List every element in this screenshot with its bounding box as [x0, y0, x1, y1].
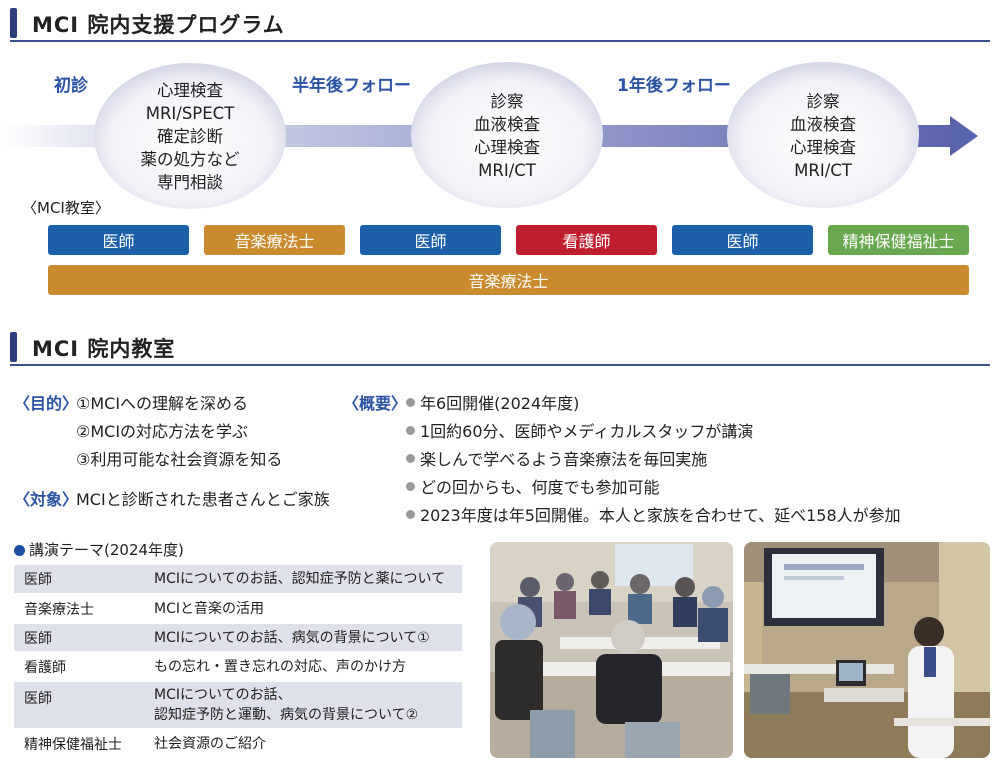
oval-one-year: [727, 62, 919, 208]
section-title-program: MCI 院内支援プログラム: [32, 13, 285, 37]
table-row: 精神保健福祉士社会資源のご紹介: [14, 729, 462, 759]
timeline-arrow: [0, 62, 978, 209]
overview-item: 2023年度は年5回開催。本人と家族を合わせて、延べ158人が参加: [406, 502, 901, 526]
role-box-nurse: 看護師: [516, 225, 657, 255]
oval-item: 診察: [490, 92, 524, 111]
oval-item: 診察: [806, 92, 840, 111]
oval-half-year: [411, 62, 603, 208]
photo-participants-exercise: [490, 542, 733, 758]
oval-item: 心理検査: [790, 138, 856, 157]
oval-item: MRI/SPECT: [145, 103, 235, 123]
purpose-item: ①MCIへの理解を深める: [76, 394, 249, 413]
lecture-topic: MCIについてのお話、病気の背景について①: [144, 623, 462, 653]
section-header-classroom: MCI 院内教室: [10, 330, 990, 366]
oval-item: 心理検査: [157, 80, 223, 100]
role-box-music-therapist: 音楽療法士: [204, 225, 345, 255]
bullet-icon: [14, 545, 25, 556]
oval-item: 薬の処方など: [140, 149, 240, 169]
purpose-item: ②MCIの対応方法を学ぶ: [76, 422, 249, 441]
phase-label-one-year: 1年後フォロー: [617, 76, 731, 96]
target-text: MCIと診断された患者さんとご家族: [76, 490, 330, 509]
overview-item: 年6回開催(2024年度): [406, 390, 579, 414]
lecture-topic: MCIについてのお話、 認知症予防と運動、病気の背景について②: [144, 681, 462, 730]
lecture-topic: MCIについてのお話、認知症予防と薬について: [144, 565, 462, 595]
lecture-role: 看護師: [14, 652, 144, 682]
lecture-role: 音楽療法士: [14, 594, 144, 624]
oval-item: MRI/CT: [794, 161, 852, 180]
oval-item: 心理検査: [474, 138, 540, 157]
purpose-label: 〈目的〉: [14, 394, 79, 413]
oval-initial-content: 心理検査 MRI/SPECT 確定診断 薬の処方など 専門相談: [100, 76, 280, 196]
role-box-doctor: 医師: [360, 225, 501, 255]
header-accent-bar: [10, 332, 17, 362]
section-title-classroom: MCI 院内教室: [32, 337, 176, 361]
lecture-topic: 社会資源のご紹介: [144, 729, 462, 759]
oval-one-year-content: 診察 血液検査 心理検査 MRI/CT: [733, 86, 913, 186]
bullet-icon: [406, 454, 415, 463]
overview-item: 1回約60分、医師やメディカルスタッフが講演: [406, 418, 753, 442]
role-bar-music-therapist: 音楽療法士: [48, 265, 969, 295]
header-accent-bar: [10, 8, 17, 38]
role-box-psw: 精神保健福祉士: [828, 225, 969, 255]
oval-item: 血液検査: [474, 115, 540, 134]
lecture-role: 精神保健福祉士: [14, 729, 144, 759]
overview-item: どの回からも、何度でも参加可能: [406, 474, 660, 498]
phase-label-initial: 初診: [54, 76, 88, 96]
bullet-icon: [406, 510, 415, 519]
oval-initial: [94, 63, 286, 209]
lecture-role: 医師: [14, 565, 144, 595]
role-box-doctor: 医師: [672, 225, 813, 255]
overview-label: 〈概要〉: [343, 394, 408, 413]
lecture-topic: もの忘れ・置き忘れの対応、声のかけ方: [144, 652, 462, 682]
bullet-icon: [406, 482, 415, 491]
phase-label-half-year: 半年後フォロー: [292, 76, 411, 96]
oval-item: 確定診断: [157, 126, 223, 146]
bullet-icon: [406, 426, 415, 435]
oval-half-year-content: 診察 血液検査 心理検査 MRI/CT: [417, 86, 597, 186]
lecture-topic: MCIと音楽の活用: [144, 594, 462, 624]
section-header-program: MCI 院内支援プログラム: [10, 6, 990, 42]
purpose-item: ③利用可能な社会資源を知る: [76, 450, 283, 469]
oval-item: MRI/CT: [478, 161, 536, 180]
overview-item: 楽しんで学べるよう音楽療法を毎回実施: [406, 446, 707, 470]
role-box-doctor: 医師: [48, 225, 189, 255]
lecture-role: 医師: [14, 681, 144, 730]
classroom-label: 〈MCI教室〉: [22, 199, 110, 217]
lecture-title: 講演テーマ(2024年度): [14, 539, 184, 560]
bullet-icon: [406, 398, 415, 407]
table-row: 看護師もの忘れ・置き忘れの対応、声のかけ方: [14, 652, 462, 682]
target-label: 〈対象〉: [14, 490, 79, 509]
oval-item: 専門相談: [157, 172, 223, 192]
lecture-role: 医師: [14, 623, 144, 653]
oval-item: 血液検査: [790, 115, 856, 134]
photo-doctor-lecture: [744, 542, 990, 758]
timeline-arrowhead: [950, 116, 978, 156]
